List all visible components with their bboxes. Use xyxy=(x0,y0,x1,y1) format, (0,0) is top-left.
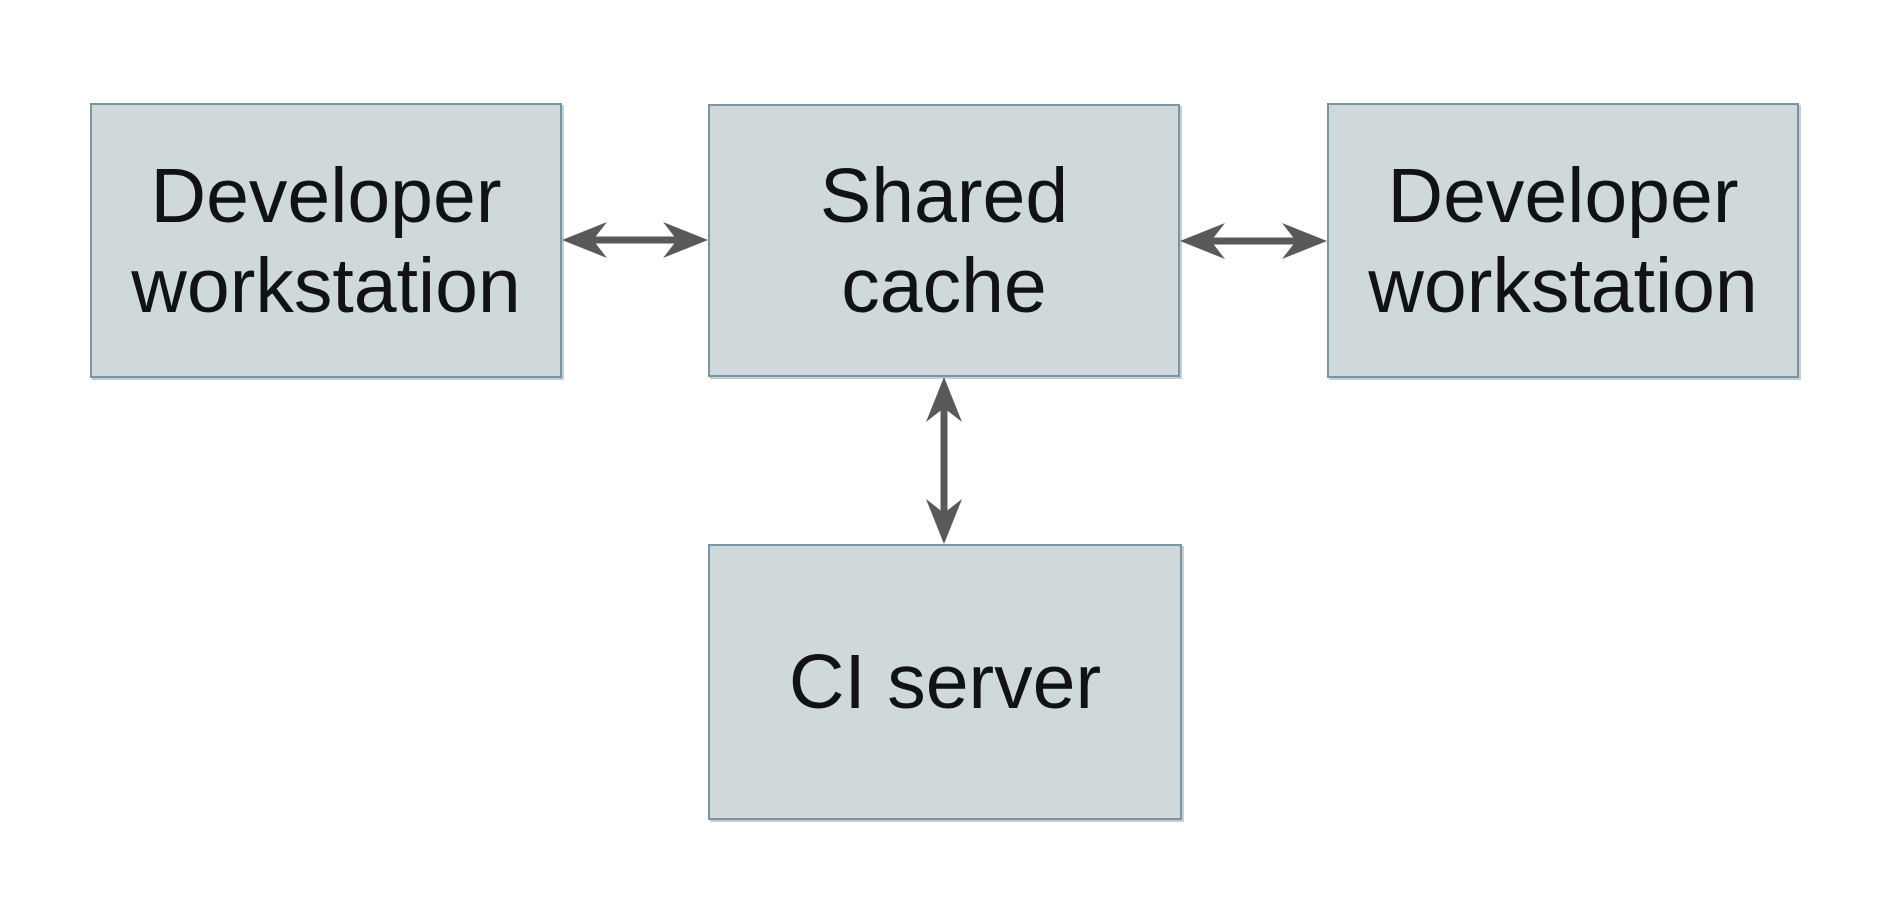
bidirectional-arrow-left-workstation-cache-icon xyxy=(562,222,708,258)
node-label-line: workstation xyxy=(131,242,521,329)
node-label-line: workstation xyxy=(1368,242,1758,329)
node-ci-server: CI server xyxy=(708,544,1182,820)
bidirectional-arrow-cache-ci-server-icon xyxy=(926,377,962,544)
node-label-line: Developer xyxy=(1387,152,1739,239)
node-label-line: CI server xyxy=(788,639,1102,725)
node-shared-cache: Shared cache xyxy=(708,104,1180,377)
node-developer-workstation-right: Developer workstation xyxy=(1327,103,1799,378)
node-developer-workstation-left: Developer workstation xyxy=(90,103,562,378)
node-label-line: Developer xyxy=(150,152,502,239)
node-label-line: cache xyxy=(841,242,1047,329)
node-label-line: Shared xyxy=(819,152,1069,239)
bidirectional-arrow-cache-right-workstation-icon xyxy=(1180,223,1327,259)
